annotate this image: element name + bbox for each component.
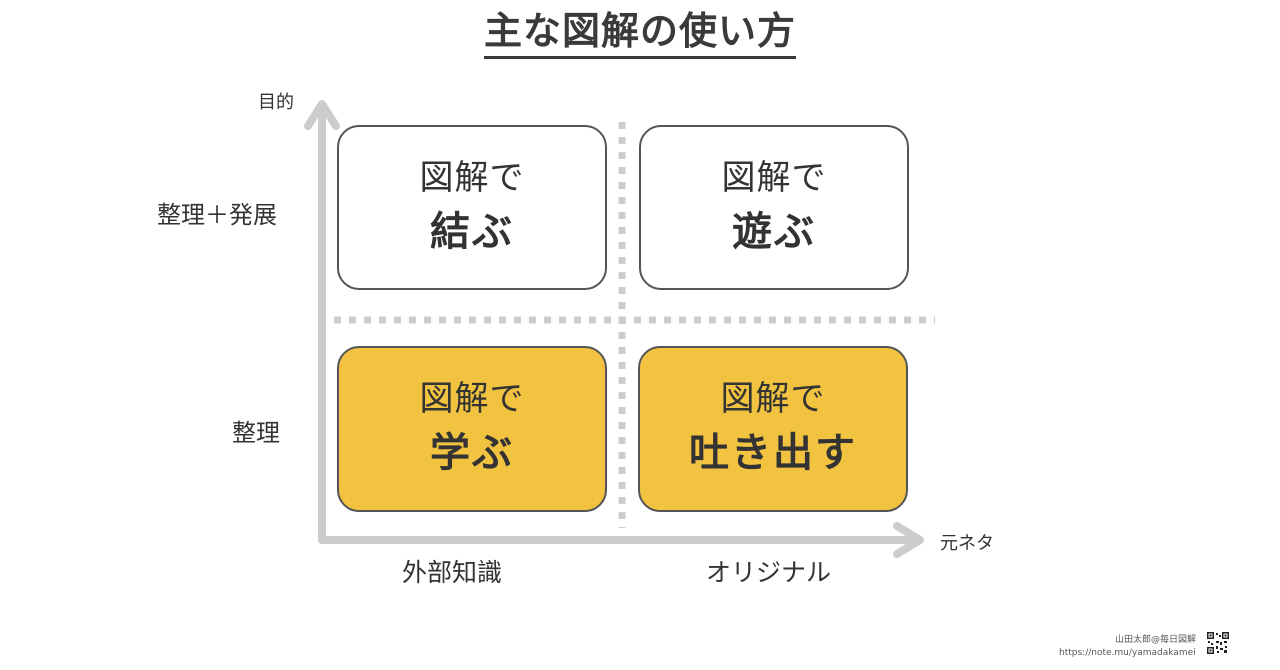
quadrant-bottom-left-line1: 図解で — [419, 379, 525, 419]
y-axis-arrowhead — [304, 100, 340, 130]
quadrant-bottom-right-line2: 吐き出す — [689, 430, 857, 476]
x-axis-arrowhead — [893, 522, 924, 558]
y-axis-label: 目的 — [258, 92, 294, 113]
quadrant-top-right-line1: 図解で — [721, 157, 827, 198]
col-label-left: 外部知識 — [402, 558, 503, 587]
credit-author: 山田太郎@毎日図解 — [1115, 635, 1197, 645]
quadrant-top-left-line1: 図解で — [419, 157, 525, 198]
quadrant-bottom-right: 図解で 吐き出す — [638, 346, 908, 512]
page-title-text: 主な図解の使い方 — [483, 8, 796, 59]
x-axis-label: 元ネタ — [940, 533, 994, 554]
quadrant-top-left: 図解で 結ぶ — [337, 125, 607, 290]
quadrant-top-right-line2: 遊ぶ — [732, 208, 816, 255]
page-title: 主な図解の使い方 — [0, 8, 1280, 59]
quadrant-bottom-left-line2: 学ぶ — [430, 430, 514, 476]
qr-code-icon — [1207, 632, 1229, 654]
quadrant-bottom-left: 図解で 学ぶ — [337, 346, 607, 512]
quadrant-bottom-right-line1: 図解で — [720, 379, 826, 419]
quadrant-top-right: 図解で 遊ぶ — [639, 125, 909, 290]
quadrant-top-left-line2: 結ぶ — [430, 208, 514, 255]
col-label-right: オリジナル — [706, 558, 832, 587]
row-label-top: 整理＋発展 — [157, 201, 277, 229]
credit-url[interactable]: https://note.mu/yamadakamei — [1059, 648, 1196, 658]
row-label-bottom: 整理 — [232, 419, 280, 447]
